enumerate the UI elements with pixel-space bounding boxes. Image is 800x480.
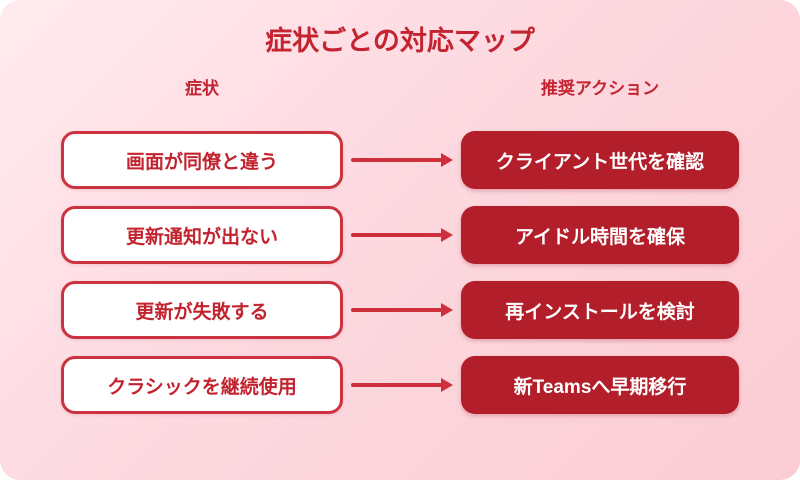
column-header-spacer <box>343 78 461 100</box>
arrow-line <box>351 308 442 312</box>
map-row: 画面が同僚と違う クライアント世代を確認 <box>61 131 739 189</box>
symptom-box: 画面が同僚と違う <box>61 131 343 189</box>
arrow-right-icon <box>343 356 461 414</box>
map-rows: 画面が同僚と違う クライアント世代を確認 更新通知が出ない アイドル時間を確保 … <box>0 131 800 414</box>
symptom-box: 更新が失敗する <box>61 281 343 339</box>
arrow-right-icon <box>343 206 461 264</box>
symptom-box: クラシックを継続使用 <box>61 356 343 414</box>
symptom-box: 更新通知が出ない <box>61 206 343 264</box>
map-row: 更新が失敗する 再インストールを検討 <box>61 281 739 339</box>
map-row: 更新通知が出ない アイドル時間を確保 <box>61 206 739 264</box>
arrow-right-icon <box>343 131 461 189</box>
column-headers: 症状 推奨アクション <box>0 78 800 100</box>
action-box: 新Teamsへ早期移行 <box>461 356 739 414</box>
page-title: 症状ごとの対応マップ <box>265 26 535 56</box>
arrow-head <box>441 303 453 317</box>
action-box: 再インストールを検討 <box>461 281 739 339</box>
arrow-head <box>441 228 453 242</box>
arrow-line <box>351 233 442 237</box>
column-header-symptom: 症状 <box>185 79 219 98</box>
arrow-right-icon <box>343 281 461 339</box>
action-box: アイドル時間を確保 <box>461 206 739 264</box>
arrow-line <box>351 383 442 387</box>
arrow-head <box>441 378 453 392</box>
column-header-action: 推奨アクション <box>540 79 660 98</box>
action-box: クライアント世代を確認 <box>461 131 739 189</box>
arrow-head <box>441 153 453 167</box>
map-row: クラシックを継続使用 新Teamsへ早期移行 <box>61 356 739 414</box>
arrow-line <box>351 158 442 162</box>
